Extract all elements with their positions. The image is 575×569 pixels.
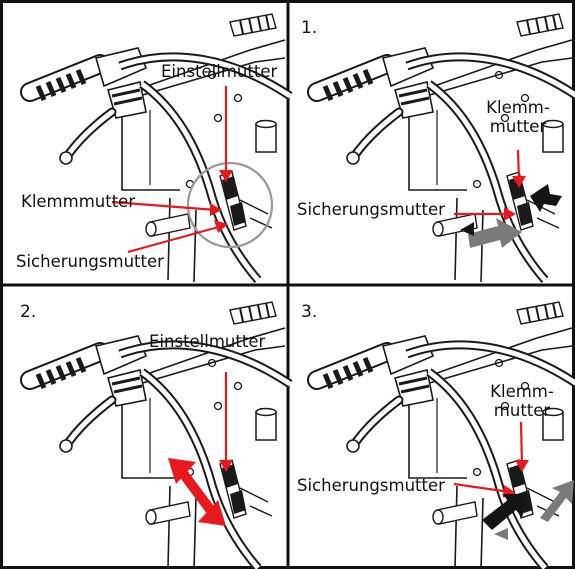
label-lock-nut: Sicherungsmutter [16, 254, 164, 271]
label-clamp-line-2: mutter [482, 401, 562, 420]
step-number: 2. [20, 304, 36, 321]
label-clamp-line-1: Klemm- [478, 98, 558, 117]
label-clamp-nut: Klemm- mutter [478, 98, 558, 136]
label-clamp-nut: Klemm- mutter [482, 382, 562, 420]
rotate-arrow-black [530, 184, 562, 212]
label-lock-nut: Sicherungsmutter [297, 478, 445, 495]
panel-step-3-art [317, 302, 575, 569]
label-adjust-nut: Einstellmutter [161, 64, 277, 81]
arrow-clamp-nut [521, 422, 522, 466]
label-adjust-nut: Einstellmutter [149, 334, 265, 351]
label-lock-nut: Sicherungsmutter [297, 202, 445, 219]
panel-overview-art [30, 14, 290, 282]
label-clamp-line-1: Klemm- [482, 382, 562, 401]
panel-step-1-art [317, 14, 575, 282]
label-clamp-line-2: mutter [478, 117, 558, 136]
step-number: 1. [301, 20, 317, 37]
step-number: 3. [301, 304, 317, 321]
label-clamp-nut: Klemmmutter [21, 194, 135, 211]
